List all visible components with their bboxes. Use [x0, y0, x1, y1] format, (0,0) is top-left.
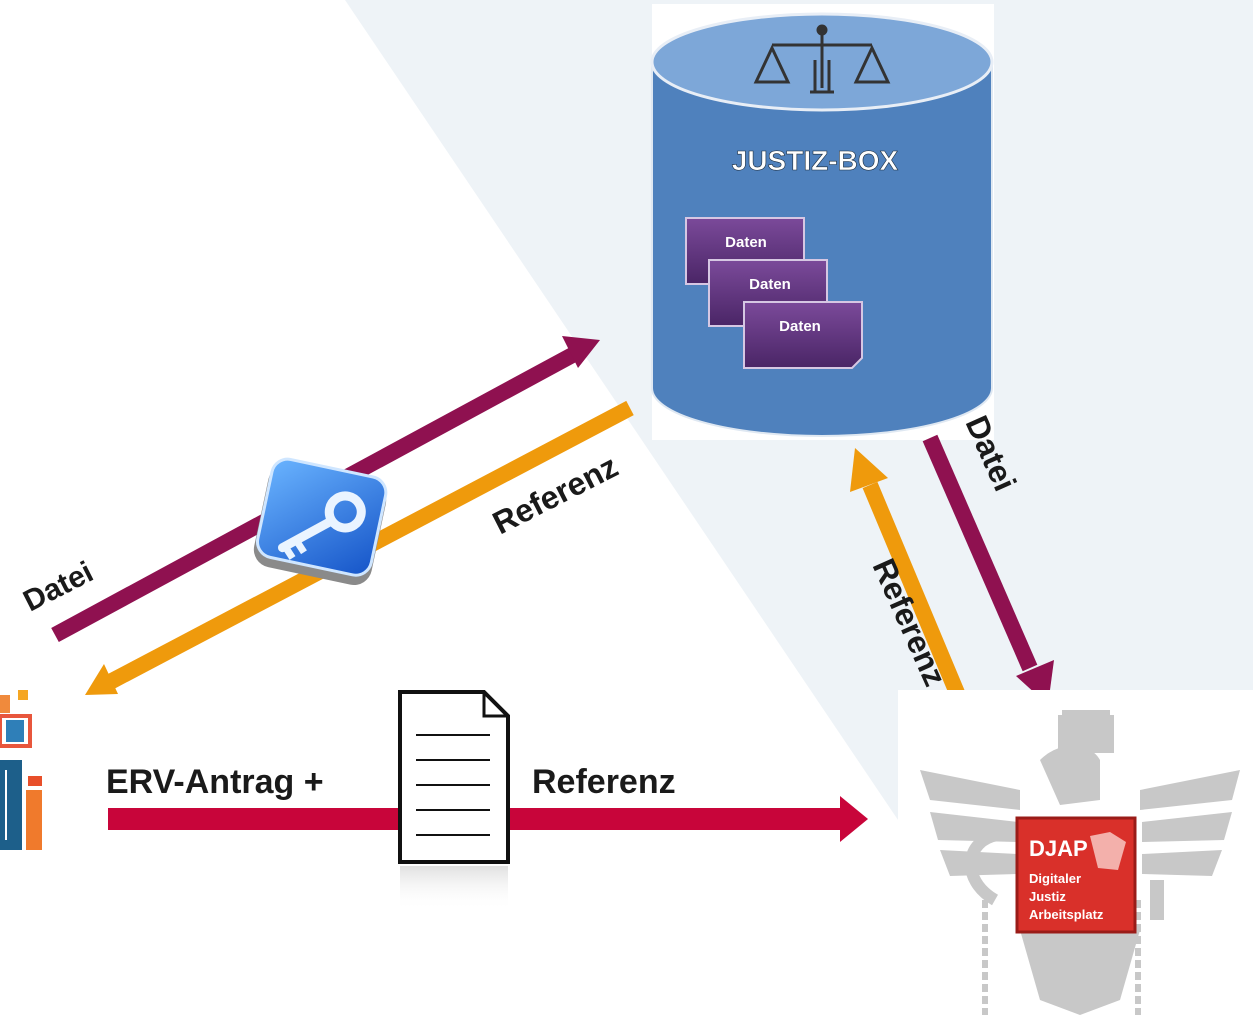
daten-card: Daten	[743, 301, 863, 369]
djap-line3: Arbeitsplatz	[1029, 907, 1104, 922]
referenz-arrow-right	[850, 448, 973, 716]
svg-text:Daten: Daten	[779, 318, 821, 335]
label-referenz-bottom: Referenz	[532, 763, 676, 801]
law-firm-building-icon	[0, 690, 42, 850]
justiz-box-title: JUSTIZ-BOX	[732, 145, 899, 176]
djap-badge: DJAP Digitaler Justiz Arbeitsplatz	[1015, 816, 1137, 934]
djap-title: DJAP	[1029, 836, 1088, 861]
label-referenz-upper: Referenz	[487, 448, 624, 541]
label-erv-antrag: ERV-Antrag +	[106, 763, 324, 801]
djap-line1: Digitaler	[1029, 871, 1081, 886]
scales-of-justice-icon	[753, 24, 891, 94]
svg-text:Daten: Daten	[725, 234, 767, 251]
djap-eagle-mini-icon	[1090, 832, 1126, 870]
document-icon	[398, 690, 510, 910]
djap-line2: Justiz	[1029, 889, 1066, 904]
justiz-box: JUSTIZ-BOX Daten Daten Daten	[650, 4, 994, 440]
svg-text:Daten: Daten	[749, 276, 791, 293]
label-datei-upper: Datei	[18, 556, 98, 619]
key-icon	[253, 457, 388, 585]
